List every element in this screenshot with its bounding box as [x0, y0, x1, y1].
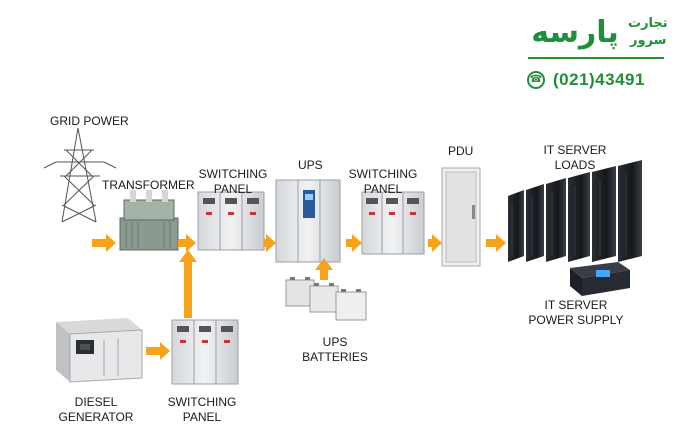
- label-it-server-power-supply-line2: POWER SUPPLY: [528, 313, 624, 327]
- arrow-panel-to-ups: [264, 234, 276, 252]
- arrow-grid-to-transformer: [92, 234, 116, 252]
- brand-tagline-top: تجارت: [628, 16, 668, 31]
- label-switching-panel-3-line2: PANEL: [182, 410, 222, 424]
- label-grid-power: GRID POWER: [50, 114, 129, 128]
- diesel-generator-icon: [56, 318, 143, 383]
- brand-name: پارسه: [531, 15, 619, 50]
- label-switching-panel-1: SWITCHING PANEL: [198, 167, 268, 197]
- label-diesel-generator-line2: GENERATOR: [58, 410, 134, 424]
- label-switching-panel-3-line1: SWITCHING: [167, 395, 237, 409]
- label-switching-panel-3: SWITCHING PANEL: [162, 395, 242, 425]
- label-switching-panel-2: SWITCHING PANEL: [348, 167, 418, 197]
- phone-number: (021)43491: [553, 70, 645, 89]
- arrow-batteries-to-ups: [315, 258, 333, 280]
- arrow-generator-to-panel3: [146, 342, 170, 360]
- ups-batteries-icon: [285, 277, 367, 321]
- label-switching-panel-2-line1: SWITCHING: [348, 167, 418, 181]
- brand-underline: [528, 57, 664, 59]
- label-switching-panel-2-line2: PANEL: [363, 182, 403, 196]
- label-ups-batteries-line2: BATTERIES: [302, 350, 368, 364]
- pdu-cabinet-icon: [441, 167, 481, 267]
- label-it-server-loads-line1: IT SERVER: [543, 143, 607, 157]
- label-ups: UPS: [298, 158, 323, 172]
- label-diesel-generator: DIESEL GENERATOR: [56, 395, 136, 425]
- label-pdu: PDU: [448, 144, 474, 158]
- transformer-icon: [119, 190, 179, 251]
- arrow-ups-to-panel2: [346, 234, 362, 252]
- phone-icon: ☎: [527, 71, 545, 89]
- switching-panel-3-icon: [171, 319, 239, 385]
- label-it-server-power-supply-line1: IT SERVER: [544, 298, 608, 312]
- arrow-panel2-to-pdu: [428, 234, 442, 252]
- label-ups-batteries: UPS BATTERIES: [298, 335, 372, 365]
- ups-icon: [275, 179, 341, 263]
- label-it-server-power-supply: IT SERVER POWER SUPPLY: [524, 298, 628, 328]
- label-ups-batteries-line1: UPS: [322, 335, 348, 349]
- power-tower-icon: [43, 127, 117, 223]
- server-power-supply-icon: [570, 262, 630, 296]
- brand-logo: پارسه: [525, 14, 625, 54]
- label-it-server-loads: IT SERVER LOADS: [530, 143, 620, 173]
- arrow-panel3-to-panel1: [179, 250, 197, 318]
- flow-arrows: [92, 234, 506, 360]
- label-switching-panel-1-line1: SWITCHING: [198, 167, 268, 181]
- switching-panel-1-icon: [197, 191, 265, 251]
- label-transformer: TRANSFORMER: [102, 178, 195, 192]
- arrow-transformer-to-panel: [178, 234, 196, 252]
- label-diesel-generator-line1: DIESEL: [74, 395, 118, 409]
- brand-tagline-bottom: سرور: [630, 33, 667, 48]
- switching-panel-2-icon: [361, 191, 425, 255]
- label-switching-panel-1-line2: PANEL: [213, 182, 253, 196]
- label-it-server-loads-line2: LOADS: [554, 158, 596, 172]
- arrow-pdu-to-servers: [486, 234, 506, 252]
- server-racks-icon: [508, 160, 642, 262]
